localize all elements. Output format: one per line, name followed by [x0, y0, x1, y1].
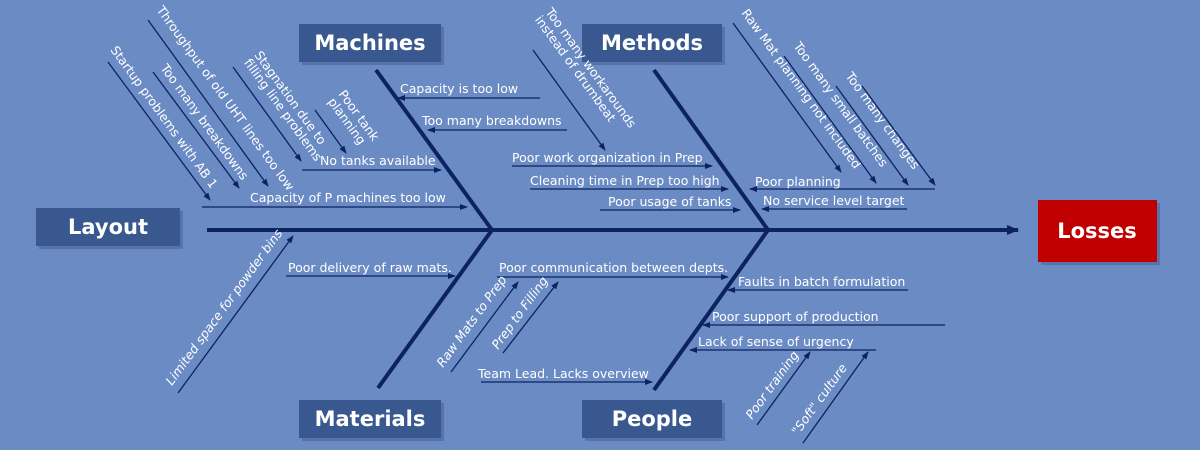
cause-arrow: [756, 351, 811, 426]
cause-too-many-breakdowns: Too many breakdowns: [421, 113, 562, 128]
cause-team-lead: Team Lead. Lacks overview: [477, 366, 649, 381]
category-layout: Layout: [36, 208, 183, 249]
cause-poor-planning: Poor planning: [755, 174, 841, 189]
machines-bone: [374, 68, 494, 232]
category-people-label: People: [612, 407, 693, 431]
cause-arrow: [835, 85, 909, 186]
cause-cleaning-time: Cleaning time in Prep too high: [530, 173, 720, 188]
cause-poor-usage-tanks: Poor usage of tanks: [608, 194, 731, 209]
category-materials-label: Materials: [315, 407, 426, 431]
cause-poor-support: Poor support of production: [712, 309, 879, 324]
cause-arrow: [450, 281, 519, 373]
category-machines-label: Machines: [314, 31, 425, 55]
cause-raw-mats-to-prep: Raw Mats to Prep: [433, 273, 509, 370]
cause-arrow: [107, 61, 211, 201]
category-methods: Methods: [582, 24, 725, 65]
cause-poor-work-organization: Poor work organization in Prep: [512, 150, 703, 165]
cause-arrow: [177, 235, 294, 394]
cause-arrow: [802, 351, 869, 444]
people-bone: [652, 228, 770, 392]
cause-poor-training: Poor training: [742, 348, 801, 422]
category-methods-label: Methods: [601, 31, 703, 55]
cause-soft-culture: "Soft" culture: [788, 361, 850, 438]
category-materials: Materials: [299, 400, 444, 441]
cause-no-tanks: No tanks available: [320, 153, 436, 168]
cause-arrow: [532, 49, 606, 151]
effect-label: Losses: [1057, 219, 1137, 243]
cause-limited-space: Limited space for powder bins: [162, 226, 285, 388]
cause-faults-batch: Faults in batch formulation: [738, 274, 905, 289]
cause-poor-communication: Poor communication between depts.: [499, 260, 728, 275]
category-people: People: [582, 400, 725, 441]
effect-losses: Losses: [1038, 200, 1160, 265]
cause-no-service-level: No service level target: [763, 193, 905, 208]
cause-arrow: [232, 66, 302, 162]
cause-raw-mat-planning: Raw Mat planning not included: [739, 6, 865, 171]
category-layout-label: Layout: [68, 215, 148, 239]
cause-arrow: [147, 19, 269, 187]
cause-capacity-too-low: Capacity is too low: [400, 81, 518, 96]
cause-lack-urgency: Lack of sense of urgency: [698, 334, 854, 349]
cause-arrow: [502, 281, 559, 354]
cause-poor-tank-planning: Poor tankplanning: [325, 87, 383, 152]
cause-capacity-p-machines: Capacity of P machines too low: [250, 190, 446, 205]
cause-arrow: [783, 55, 877, 184]
methods-bone: [652, 68, 770, 232]
category-machines: Machines: [299, 24, 444, 65]
materials-bone: [376, 228, 494, 390]
cause-arrow: [152, 71, 240, 189]
cause-poor-delivery: Poor delivery of raw mats.: [288, 260, 452, 275]
cause-arrow: [314, 109, 347, 154]
cause-arrow: [861, 85, 936, 186]
cause-arrow: [732, 22, 842, 173]
